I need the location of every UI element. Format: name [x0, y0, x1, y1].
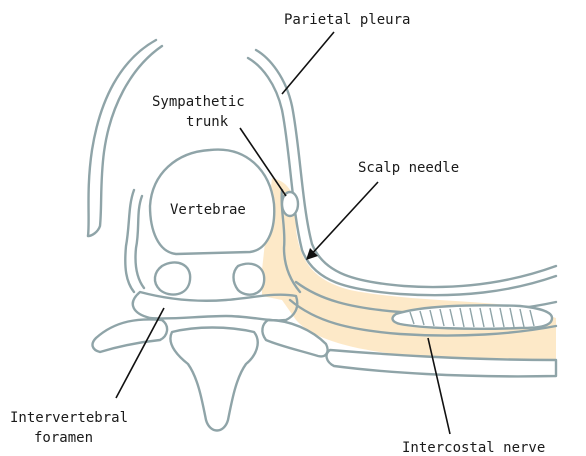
leader-parietal-pleura: [282, 32, 334, 94]
left-pedicle-inner: [135, 196, 144, 288]
chest-wall-left-outer: [88, 40, 156, 236]
left-facet: [155, 262, 190, 294]
label-sympathetic-trunk-2: trunk: [186, 114, 229, 130]
right-facet: [234, 264, 265, 295]
label-intervertebral-foramen-2: foramen: [34, 430, 93, 446]
left-pedicle: [125, 190, 134, 292]
label-intervertebral-foramen-1: Intervertebral: [10, 410, 128, 426]
label-sympathetic-trunk-1: Sympathetic: [152, 94, 245, 110]
leader-scalp-needle: [308, 182, 378, 258]
spinous-process: [170, 328, 257, 431]
label-parietal-pleura: Parietal pleura: [284, 12, 410, 28]
leader-intervertebral-foramen: [116, 308, 164, 398]
sympathetic-ganglion: [282, 192, 298, 216]
label-intercostal-nerve: Intercostal nerve: [402, 440, 545, 456]
label-scalp-needle: Scalp needle: [358, 160, 459, 176]
label-vertebrae: Vertebrae: [170, 202, 246, 218]
